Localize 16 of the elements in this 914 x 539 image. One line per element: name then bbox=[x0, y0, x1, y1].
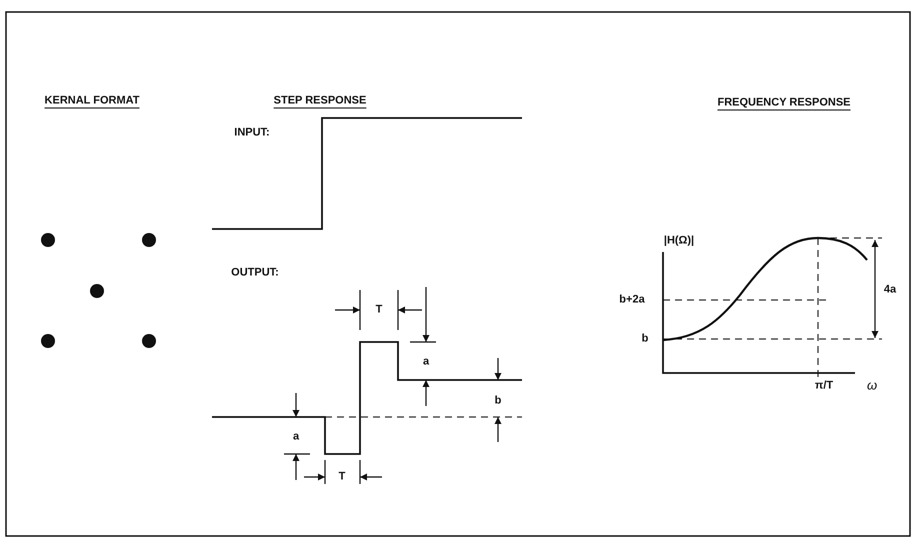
waveform-label: INPUT: bbox=[234, 128, 270, 138]
tick-label: π/T bbox=[814, 380, 834, 392]
dimension-label: a bbox=[292, 432, 300, 442]
dimension-label: T bbox=[376, 304, 382, 316]
waveform-label: OUTPUT: bbox=[231, 268, 279, 278]
dimension-label: T bbox=[338, 472, 346, 482]
section-heading: FREQUENCY RESPONSE bbox=[717, 98, 851, 108]
tick-label: b+2a bbox=[619, 294, 645, 306]
section-heading: STEP RESPONSE bbox=[274, 96, 366, 106]
dimension-label: 4a bbox=[884, 284, 896, 296]
section-heading: KERNAL FORMAT bbox=[44, 96, 140, 106]
axis-label: |H(Ω)| bbox=[664, 236, 694, 246]
tick-label: b bbox=[642, 334, 648, 344]
axis-label: ω bbox=[866, 378, 878, 392]
dimension-label: b bbox=[494, 396, 502, 406]
dimension-label: a bbox=[422, 356, 430, 368]
